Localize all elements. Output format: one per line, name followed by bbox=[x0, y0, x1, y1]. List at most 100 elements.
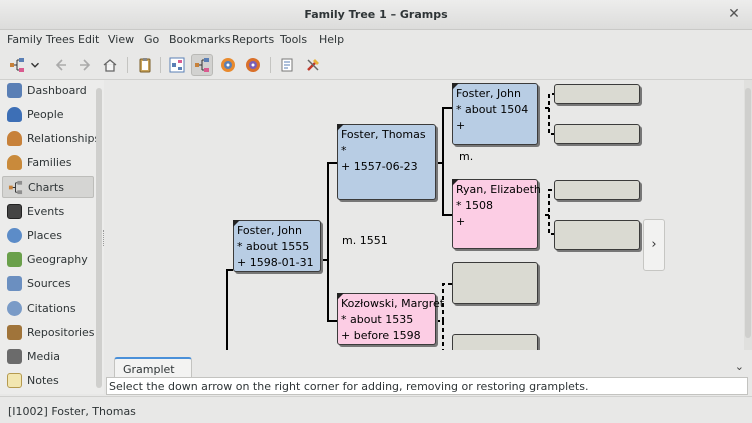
person-box-corner bbox=[337, 124, 344, 131]
tools-icon[interactable] bbox=[302, 54, 324, 76]
person-name: Foster, John bbox=[237, 224, 302, 237]
menu-view[interactable]: View bbox=[108, 33, 135, 46]
sidebar-item-families[interactable]: Families bbox=[2, 152, 94, 174]
person-box-corner bbox=[233, 220, 240, 227]
person-death: + bbox=[456, 119, 466, 132]
person-birth: * about 1555 bbox=[237, 240, 310, 253]
sources-icon bbox=[7, 276, 22, 291]
sidebar-item-notes[interactable]: Notes bbox=[2, 370, 94, 392]
person-box[interactable]: Foster, Thomas * + 1557-06-23 bbox=[337, 124, 436, 200]
menu-edit[interactable]: Edit bbox=[78, 33, 100, 46]
menu-help[interactable]: Help bbox=[319, 33, 345, 46]
toolbar-separator bbox=[127, 57, 128, 73]
sidebar-item-places[interactable]: Places bbox=[2, 225, 94, 247]
menu-bar: Family Trees Edit View Go Bookmarks Repo… bbox=[0, 30, 752, 50]
sidebar-item-label: People bbox=[27, 108, 64, 121]
sidebar-item-label: Notes bbox=[27, 374, 59, 387]
dashboard-icon bbox=[7, 83, 22, 98]
pedigree-icon[interactable] bbox=[166, 54, 188, 76]
descendant-fan-icon[interactable] bbox=[217, 54, 239, 76]
scrollbar-thumb[interactable] bbox=[745, 88, 751, 338]
home-icon[interactable] bbox=[99, 54, 121, 76]
sidebar-item-label: Dashboard bbox=[27, 84, 87, 97]
sidebar-item-label: Relationships bbox=[27, 132, 101, 145]
chart-lines bbox=[226, 93, 554, 350]
person-death: + bbox=[456, 215, 466, 228]
tab-gramplet-bar[interactable]: Gramplet Bar bbox=[114, 357, 192, 389]
fan-chart-icon[interactable] bbox=[191, 54, 213, 76]
sidebar-item-citations[interactable]: Citations bbox=[2, 298, 94, 320]
person-death: + 1557-06-23 bbox=[341, 160, 418, 173]
toolbar-separator bbox=[270, 57, 271, 73]
person-birth: * 1508 bbox=[456, 199, 493, 212]
charts-icon bbox=[8, 180, 23, 195]
tree-view-icon[interactable] bbox=[6, 54, 28, 76]
toolbar bbox=[0, 50, 752, 80]
sidebar-item-label: Families bbox=[27, 156, 72, 169]
sidebar-item-label: Geography bbox=[27, 253, 88, 266]
marriage-label: m. 1551 bbox=[342, 234, 388, 247]
sidebar-item-people[interactable]: People bbox=[2, 104, 94, 126]
sidebar-item-sources[interactable]: Sources bbox=[2, 273, 94, 295]
status-bar: [I1002] Foster, Thomas bbox=[0, 396, 752, 423]
sidebar-item-label: Places bbox=[27, 229, 62, 242]
empty-person-box[interactable] bbox=[554, 180, 640, 200]
person-birth: * bbox=[341, 144, 347, 157]
sidebar-item-label: Repositories bbox=[27, 326, 95, 339]
notes-icon bbox=[7, 373, 22, 388]
person-box[interactable]: Foster, John * about 1504 + bbox=[452, 83, 538, 145]
menu-bookmarks[interactable]: Bookmarks bbox=[169, 33, 231, 46]
person-name: Ryan, Elizabeth bbox=[456, 183, 541, 196]
menu-family-trees[interactable]: Family Trees bbox=[7, 33, 75, 46]
menu-tools[interactable]: Tools bbox=[280, 33, 308, 46]
close-icon[interactable]: ✕ bbox=[728, 6, 740, 22]
person-death: + 1598-01-31 bbox=[237, 256, 314, 269]
gramplet-bar: Gramplet Bar ⌄ Select the down arrow on … bbox=[106, 350, 752, 396]
places-icon bbox=[7, 228, 22, 243]
marriage-label: m. bbox=[459, 150, 474, 163]
sidebar-item-repositories[interactable]: Repositories bbox=[2, 322, 95, 344]
repositories-icon bbox=[7, 325, 22, 340]
person-box-corner bbox=[452, 83, 459, 90]
person-birth: * about 1535 bbox=[341, 313, 414, 326]
sidebar-item-label: Media bbox=[27, 350, 61, 363]
sidebar-item-relationships[interactable]: Relationships bbox=[2, 128, 100, 150]
back-icon[interactable] bbox=[50, 54, 72, 76]
relationships-icon bbox=[7, 131, 22, 146]
person-box-corner bbox=[337, 293, 344, 300]
dropdown-arrow-icon[interactable] bbox=[28, 54, 42, 76]
sidebar-item-media[interactable]: Media bbox=[2, 346, 94, 368]
expand-right-button[interactable]: › bbox=[643, 219, 665, 271]
sidebar-scrollbar[interactable] bbox=[96, 88, 102, 388]
sidebar-item-label: Citations bbox=[27, 302, 76, 315]
sidebar-item-dashboard[interactable]: Dashboard bbox=[2, 80, 94, 102]
sidebar-item-events[interactable]: Events bbox=[2, 201, 94, 223]
empty-person-box[interactable] bbox=[554, 220, 640, 250]
navigator-sidebar: Dashboard People Relationships Families … bbox=[0, 80, 104, 394]
menu-go[interactable]: Go bbox=[144, 33, 160, 46]
pane-resize-handle[interactable] bbox=[103, 230, 105, 246]
empty-person-box[interactable] bbox=[452, 262, 538, 304]
person-box[interactable]: Kozłowski, Margret * about 1535 + before… bbox=[337, 293, 445, 345]
menu-reports[interactable]: Reports bbox=[232, 33, 275, 46]
person-box-corner bbox=[452, 179, 459, 186]
citations-icon bbox=[7, 301, 22, 316]
clipboard-icon[interactable] bbox=[134, 54, 156, 76]
sidebar-item-charts[interactable]: Charts bbox=[2, 176, 94, 198]
person-name: Kozłowski, Margret bbox=[341, 297, 445, 310]
forward-icon[interactable] bbox=[74, 54, 96, 76]
empty-person-box[interactable] bbox=[554, 124, 640, 144]
two-way-fan-icon[interactable] bbox=[242, 54, 264, 76]
pedigree-chart: Foster, John * about 1555 + 1598-01-31 m… bbox=[106, 80, 744, 350]
person-box[interactable]: Foster, John * about 1555 + 1598-01-31 bbox=[233, 220, 321, 272]
media-icon bbox=[7, 349, 22, 364]
empty-person-box[interactable] bbox=[452, 334, 538, 350]
person-box[interactable]: Ryan, Elizabeth * 1508 + bbox=[452, 179, 541, 249]
sidebar-item-geography[interactable]: Geography bbox=[2, 249, 94, 271]
empty-person-box[interactable] bbox=[554, 84, 640, 104]
reports-icon[interactable] bbox=[276, 54, 298, 76]
chevron-down-icon[interactable]: ⌄ bbox=[734, 360, 744, 373]
geography-icon bbox=[7, 252, 22, 267]
chart-scrollbar[interactable] bbox=[744, 80, 752, 350]
events-icon bbox=[7, 204, 22, 219]
